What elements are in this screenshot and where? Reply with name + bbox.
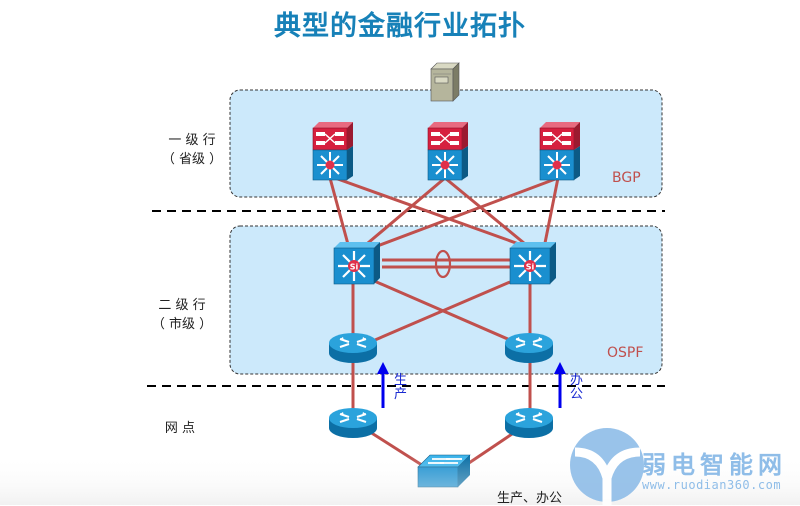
access-label: 生产、办公 xyxy=(497,491,563,506)
tier2-label-line2: （ 市级 ） xyxy=(151,317,213,332)
router-icon xyxy=(504,407,554,439)
tier1-label: 一 级 行 （ 省级 ） xyxy=(152,131,232,169)
router-icon xyxy=(328,407,378,439)
tier2-zone xyxy=(229,225,663,375)
core-switch-icon xyxy=(312,121,354,181)
tier2-label: 二 级 行 （ 市级 ） xyxy=(142,296,222,334)
flow-arrow-production xyxy=(377,362,389,408)
watermark-logo-icon xyxy=(570,428,644,505)
l3-switch-icon xyxy=(332,240,382,286)
flow-label-production: 生产 xyxy=(394,373,408,402)
tier1-label-line2: （ 省级 ） xyxy=(161,152,223,167)
link xyxy=(371,278,511,342)
link xyxy=(542,177,560,249)
link xyxy=(444,176,531,250)
flow-label-office: 办公 xyxy=(570,373,584,402)
link xyxy=(361,176,446,250)
tier3-label-line1: 网 点 xyxy=(164,421,196,436)
page-title: 典型的金融行业拓扑 xyxy=(274,11,526,42)
watermark-band xyxy=(0,455,800,505)
tier3-label: 网 点 xyxy=(145,419,215,438)
core-switch-icon xyxy=(539,121,581,181)
tier2-label-line1: 二 级 行 xyxy=(158,298,206,313)
tier1-label-line1: 一 级 行 xyxy=(168,133,216,148)
flow-arrow-office xyxy=(554,362,566,408)
watermark-url: www.ruodian360.com xyxy=(642,478,782,492)
core-switch-icon xyxy=(427,121,469,181)
server-icon xyxy=(430,62,460,102)
l3-switch-icon xyxy=(508,240,558,286)
link xyxy=(374,280,511,342)
link xyxy=(334,176,531,250)
router-icon xyxy=(504,332,554,364)
protocol-label-ospf: OSPF xyxy=(607,345,644,361)
watermark-name: 弱电智能网 xyxy=(642,451,787,479)
link xyxy=(328,177,351,249)
router-icon xyxy=(328,332,378,364)
link xyxy=(371,176,559,250)
protocol-label-bgp: BGP xyxy=(612,170,641,186)
port-channel-ring xyxy=(434,249,452,279)
